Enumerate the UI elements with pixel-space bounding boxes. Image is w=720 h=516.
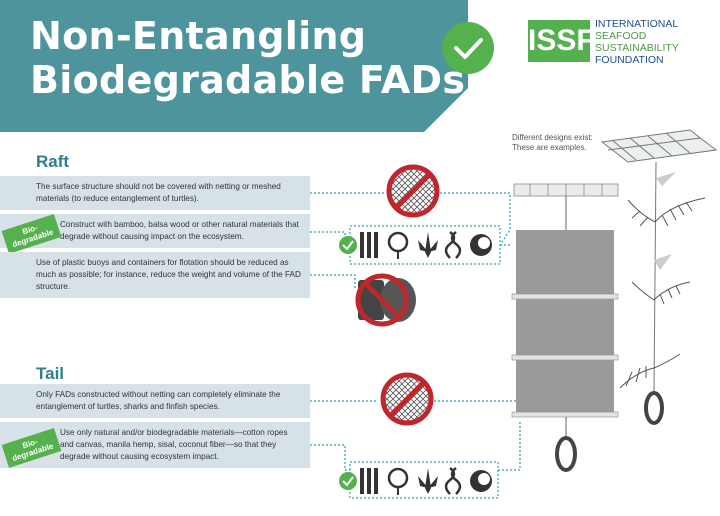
tail-item-1: Only FADs constructed without netting ca… — [0, 384, 310, 418]
logo-line-2: SEAFOOD — [595, 30, 647, 42]
raft-item-3: Use of plastic buoys and containers for … — [0, 252, 310, 298]
header: Non-Entangling Biodegradable FADs ISSF I… — [0, 0, 720, 132]
raft-item-1: The surface structure should not be cove… — [0, 176, 310, 210]
logo-words: INTERNATIONAL SEAFOOD SUSTAINABILITY FOU… — [595, 18, 720, 66]
no-plastic-icon — [355, 273, 416, 327]
connector-lines — [310, 192, 521, 471]
no-netting-icon — [386, 164, 440, 218]
check-icon — [339, 236, 357, 254]
palm-leaf-icon — [619, 353, 681, 389]
note-line-2: These are examples. — [512, 143, 587, 152]
logo-line-1: INTERNATIONAL — [595, 18, 679, 30]
cotton-icon — [387, 231, 409, 259]
check-icon — [339, 472, 357, 490]
raft-title: Raft — [36, 152, 70, 171]
palm-leaf-icon — [627, 197, 706, 227]
hemp-icon — [418, 232, 438, 258]
bamboo-icon — [360, 468, 378, 494]
logo-line-3: SUSTAINABILITY — [595, 42, 679, 54]
logo-mark: ISSF — [528, 20, 595, 62]
hemp-icon — [418, 468, 438, 494]
title-line-2: Biodegradable FADs — [30, 58, 466, 102]
page-title: Non-Entangling Biodegradable FADs — [30, 14, 465, 102]
rope-icon — [444, 467, 462, 495]
natural-materials-row-tail — [339, 461, 499, 499]
logo-line-4: FOUNDATION — [595, 54, 664, 66]
cotton-icon — [387, 467, 409, 495]
palm-leaf-icon — [631, 281, 691, 305]
designs-note: Different designs exist: These are examp… — [512, 133, 593, 153]
rope-icon — [444, 231, 462, 259]
check-icon — [442, 22, 494, 74]
bamboo-icon — [360, 232, 378, 258]
tail-title: Tail — [36, 364, 65, 383]
fad-illustration-palm — [600, 129, 718, 425]
natural-materials-row-raft — [339, 225, 501, 265]
header-banner — [0, 0, 468, 132]
title-line-1: Non-Entangling — [30, 14, 367, 58]
note-line-1: Different designs exist: — [512, 133, 593, 142]
no-netting-icon — [380, 372, 434, 426]
coconut-icon — [470, 470, 492, 492]
coconut-icon — [470, 234, 492, 256]
fad-illustration-canvas — [511, 183, 619, 472]
